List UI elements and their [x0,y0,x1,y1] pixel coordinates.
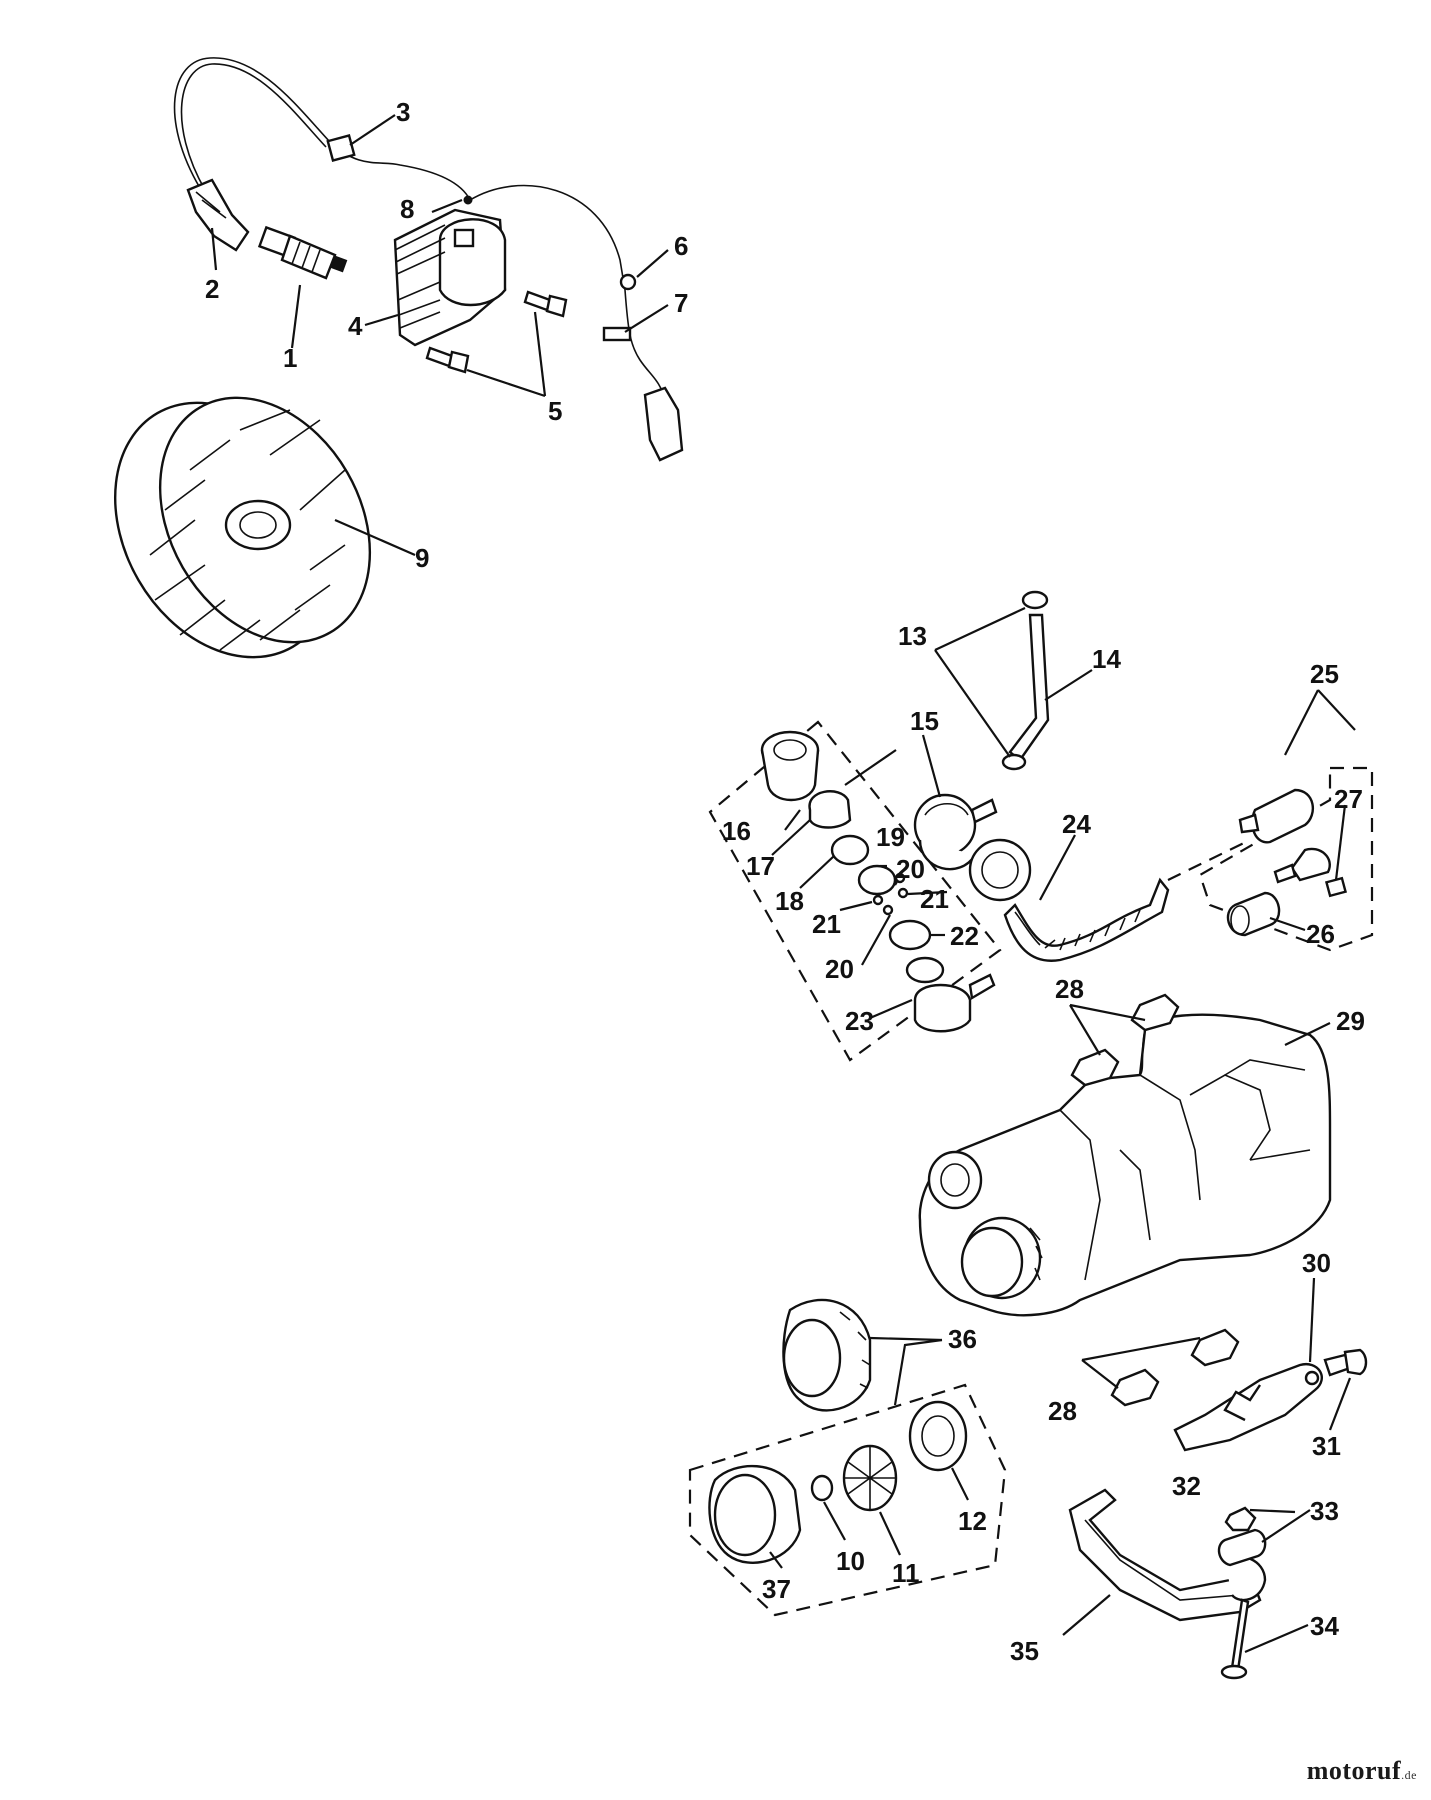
small-ring-b [897,887,909,899]
ignition-lead-wire [173,57,471,201]
ground-eyelet [619,273,637,291]
label-5: 5 [548,396,562,426]
cap-vent [842,1444,898,1512]
watermark-suffix: .de [1401,1768,1417,1782]
label-24: 24 [1062,809,1091,839]
strap-nut [1224,1506,1257,1532]
fuel-filter [1238,788,1315,844]
label-7: 7 [674,288,688,318]
label-13: 13 [898,621,927,651]
label-22: 22 [950,921,979,951]
label-12: 12 [958,1506,987,1536]
label-4: 4 [348,311,363,341]
lead-clip [326,134,356,162]
label-20a: 20 [896,854,925,884]
watermark: motoruf.de [1307,1756,1417,1786]
filter-pickup [1273,847,1331,884]
wire-terminal [602,326,632,342]
label-36: 36 [948,1324,977,1354]
strap-screw [1220,1598,1250,1680]
diaphragm-disc [830,834,870,866]
tank-mount-upper-a [1070,1048,1120,1087]
fuel-cap [782,1298,872,1412]
valve-plate [857,864,897,896]
label-30: 30 [1302,1248,1331,1278]
label-10: 10 [836,1546,865,1576]
label-28a: 28 [1055,974,1084,1004]
label-28b: 28 [1048,1396,1077,1426]
ignition-coil [393,195,507,347]
label-1: 1 [283,343,297,373]
label-29: 29 [1336,1006,1365,1036]
label-21b: 21 [920,884,949,914]
label-25: 25 [1310,659,1339,689]
spark-plug-boot [186,178,250,252]
label-23: 23 [845,1006,874,1036]
bracket-bolt [1323,1348,1368,1377]
cap-washer [810,1474,834,1502]
label-9: 9 [415,543,429,573]
label-27: 27 [1334,784,1363,814]
kit-box-primer [708,720,1002,1062]
label-34: 34 [1310,1611,1339,1641]
primer-assembly [913,793,998,871]
filter-element [1226,891,1281,937]
tank-primer [927,1150,983,1210]
label-35: 35 [1010,1636,1039,1666]
kit-box-cap [688,1383,1007,1617]
primer-bulb [808,790,852,829]
label-31: 31 [1312,1431,1341,1461]
leader-lines-fuel [769,607,1356,1654]
fuel-line-grommet [968,838,1032,902]
label-19: 19 [876,822,905,852]
filter-clip [1324,876,1348,898]
label-20b: 20 [825,954,854,984]
spark-plug [257,225,348,280]
cap-kit-cap [708,1464,802,1564]
label-8: 8 [400,194,414,224]
label-14: 14 [1092,644,1121,674]
tank-mount-upper-b [1130,993,1180,1032]
flywheel [113,396,372,659]
label-26: 26 [1306,919,1335,949]
part-labels: 3 8 2 1 4 5 6 7 9 13 14 15 16 17 18 19 2… [205,97,1365,1666]
leader-lines-ignition [210,114,669,557]
valve-body-plate [888,919,932,951]
primer-cap [760,730,820,802]
strap-spacer [1217,1528,1267,1567]
label-33: 33 [1310,1496,1339,1526]
cap-gasket [908,1400,968,1472]
tank-fuel-cap [960,1216,1043,1300]
tank-mount-lower-b [1110,1368,1160,1407]
small-ring-c [872,894,884,906]
coil-screw-lower [425,346,470,374]
primer-gasket [905,956,945,984]
ground-wire [469,184,666,401]
label-3: 3 [396,97,410,127]
label-32: 32 [1172,1471,1201,1501]
tank-bracket [1173,1362,1323,1452]
fuel-line [1003,877,1170,962]
label-11: 11 [892,1558,920,1588]
stop-switch-lead [643,386,684,462]
label-15: 15 [910,706,939,736]
label-37: 37 [762,1574,791,1604]
coil-screw-upper [523,290,568,318]
label-16: 16 [722,816,751,846]
label-18: 18 [775,886,804,916]
vent-tube [1001,590,1050,771]
primer-body [913,973,996,1033]
tank-mount-lower-a [1190,1328,1240,1367]
small-ring-d [882,904,894,916]
watermark-text: motoruf [1306,1756,1402,1785]
label-17: 17 [746,851,775,881]
label-2: 2 [205,274,219,304]
label-6: 6 [674,231,688,261]
label-21a: 21 [812,909,841,939]
